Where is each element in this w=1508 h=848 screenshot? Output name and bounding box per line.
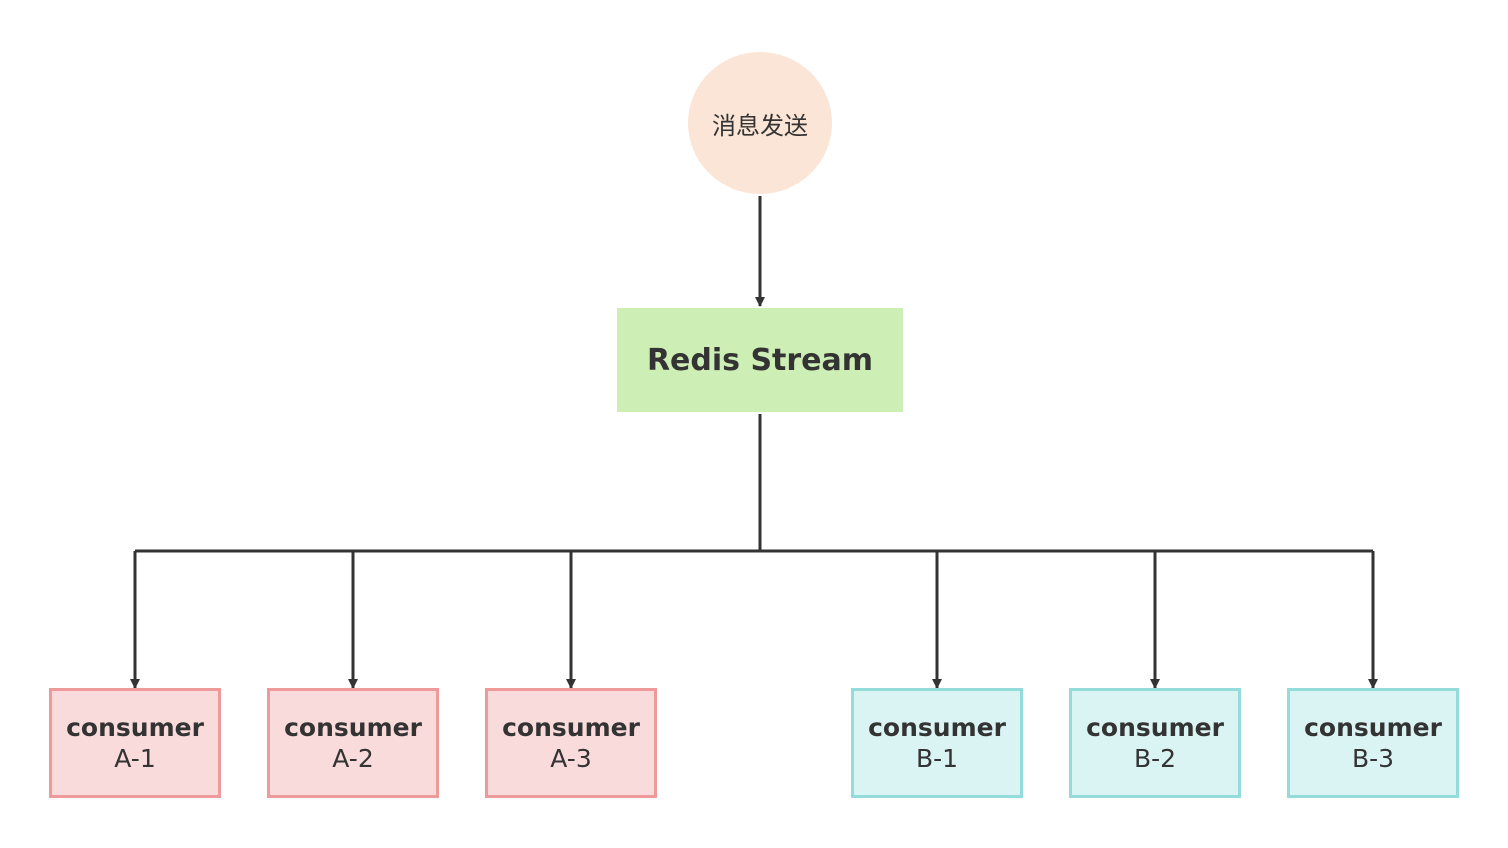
redis-stream-label: Redis Stream — [646, 342, 874, 378]
consumer-title: consumer — [284, 713, 422, 742]
consumer-id: A-3 — [550, 744, 592, 773]
consumer-id: B-2 — [1133, 744, 1177, 773]
redis-stream-node[interactable]: Redis Stream — [617, 308, 903, 412]
consumer-title: consumer — [868, 713, 1006, 742]
message-send-label: 消息发送 — [712, 111, 808, 140]
consumer-b1-node[interactable]: consumer B-1 — [851, 688, 1023, 798]
consumer-a2-node[interactable]: consumer A-2 — [267, 688, 439, 798]
consumer-b3-node[interactable]: consumer B-3 — [1287, 688, 1459, 798]
consumer-id: A-1 — [114, 744, 156, 773]
consumer-title: consumer — [1086, 713, 1224, 742]
consumer-id: B-3 — [1351, 744, 1395, 773]
consumer-title: consumer — [1304, 713, 1442, 742]
consumer-title: consumer — [66, 713, 204, 742]
message-send-node[interactable]: 消息发送 — [688, 52, 832, 194]
consumer-id: B-1 — [915, 744, 959, 773]
consumer-title: consumer — [502, 713, 640, 742]
consumer-b2-node[interactable]: consumer B-2 — [1069, 688, 1241, 798]
consumer-a3-node[interactable]: consumer A-3 — [485, 688, 657, 798]
consumer-id: A-2 — [332, 744, 374, 773]
consumer-a1-node[interactable]: consumer A-1 — [49, 688, 221, 798]
